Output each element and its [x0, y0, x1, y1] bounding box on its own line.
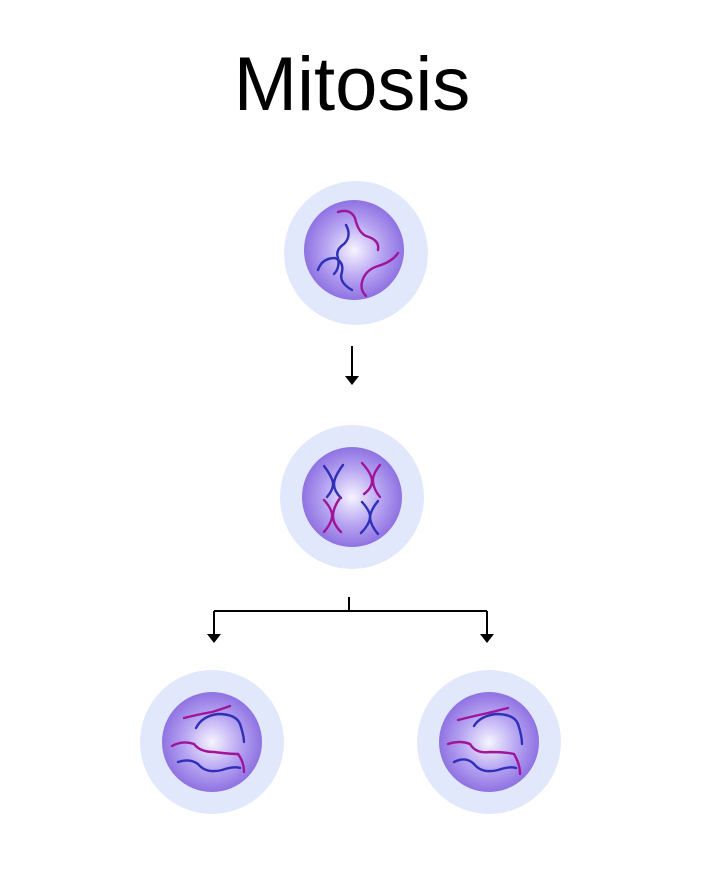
chromatin-strand [472, 712, 524, 746]
chromatin-strand [360, 251, 400, 298]
chromosome-pair [322, 463, 345, 500]
diagram-title: Mitosis [233, 42, 471, 127]
daughter-cell-left [140, 670, 284, 814]
down-arrow [345, 346, 359, 385]
chromosome-pair [360, 461, 382, 499]
chromosome-pair [322, 496, 343, 534]
chromatin-strand [336, 209, 380, 252]
chromatid [368, 499, 380, 536]
chromatid [331, 496, 343, 534]
chromatid [371, 463, 382, 499]
chromatin-strand [446, 740, 522, 776]
daughter-cell-left-nucleus [162, 692, 262, 792]
duplicated-cell [280, 425, 424, 569]
arrow-right-head [480, 634, 494, 643]
chromatin-strand [316, 256, 354, 292]
daughter-cell-right [417, 670, 561, 814]
chromosome-pair [359, 499, 380, 536]
chromatin-strand [452, 758, 518, 773]
parent-cell [284, 181, 428, 325]
split-arrow [207, 597, 494, 643]
chromatin-strand [194, 712, 246, 744]
chromatin-strand [182, 704, 232, 720]
parent-cell-nucleus [304, 200, 404, 300]
daughter-left-chromatin [170, 704, 246, 774]
condensed-chromosomes [322, 461, 382, 536]
arrow-head [345, 376, 359, 385]
chromatin-strand [176, 759, 242, 773]
chromatin-strand [332, 223, 350, 276]
arrow-left-head [207, 634, 221, 643]
duplicated-cell-nucleus [302, 447, 402, 547]
chromatin-strand [170, 741, 246, 774]
chromatid [332, 463, 345, 500]
chromatin-strand [456, 706, 510, 722]
daughter-right-chromatin [446, 706, 524, 776]
parent-cell-chromatin [316, 209, 400, 298]
